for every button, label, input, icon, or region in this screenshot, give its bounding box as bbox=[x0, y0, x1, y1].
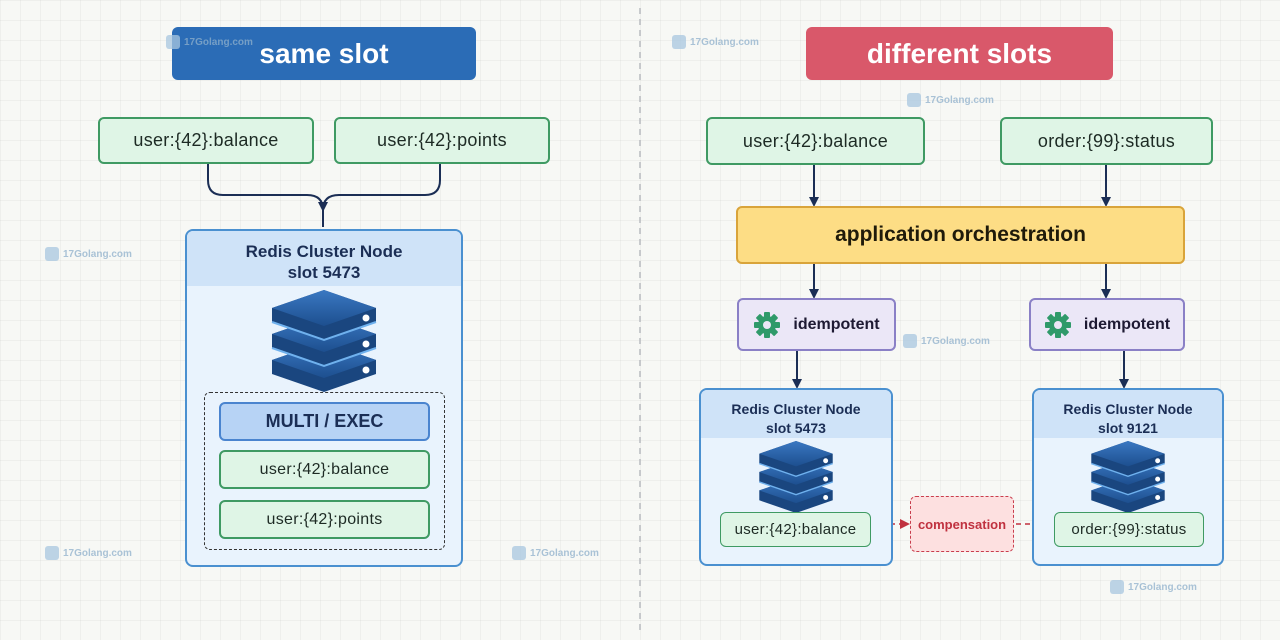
compensation-box: compensation bbox=[910, 496, 1014, 552]
key-label: user:{42}:balance bbox=[133, 130, 279, 150]
command-label: user:{42}:points bbox=[266, 510, 383, 528]
gear-icon bbox=[754, 311, 781, 338]
watermark: 17Golang.com bbox=[512, 546, 599, 560]
gear-icon bbox=[1044, 311, 1071, 338]
watermark: 17Golang.com bbox=[672, 35, 759, 49]
node-slot: slot 5473 bbox=[766, 420, 826, 436]
different-slots-title: different slots bbox=[866, 37, 1053, 69]
same-slot-banner: same slot bbox=[172, 27, 476, 80]
watermark-label: 17Golang.com bbox=[1128, 581, 1197, 593]
command-label: user:{42}:balance bbox=[259, 460, 390, 478]
watermark: 17Golang.com bbox=[907, 93, 994, 107]
key-box: order:{99}:status bbox=[1000, 117, 1213, 165]
17golang-logo-icon bbox=[512, 546, 526, 560]
watermark: 17Golang.com bbox=[45, 546, 132, 560]
key-label: order:{99}:status bbox=[1071, 521, 1187, 538]
watermark-label: 17Golang.com bbox=[63, 547, 132, 559]
key-box: user:{42}:balance bbox=[720, 512, 871, 547]
node-title: Redis Cluster Node bbox=[245, 242, 403, 261]
watermark: 17Golang.com bbox=[166, 35, 253, 49]
17golang-logo-icon bbox=[672, 35, 686, 49]
key-label: user:{42}:balance bbox=[742, 130, 889, 151]
merge-arrow bbox=[207, 164, 441, 227]
orchestration-label: application orchestration bbox=[835, 223, 1086, 246]
watermark-label: 17Golang.com bbox=[530, 547, 599, 559]
17golang-logo-icon bbox=[45, 546, 59, 560]
idempotent-box: idempotent bbox=[1029, 298, 1185, 351]
node-slot: slot 5473 bbox=[287, 263, 361, 282]
key-label: order:{99}:status bbox=[1037, 130, 1176, 151]
key-box: user:{42}:balance bbox=[98, 117, 314, 164]
17golang-logo-icon bbox=[903, 334, 917, 348]
node-title: Redis Cluster Node bbox=[1063, 401, 1193, 417]
same-slot-title: same slot bbox=[259, 37, 389, 69]
key-box: user:{42}:balance bbox=[706, 117, 925, 165]
database-stack-icon bbox=[271, 290, 377, 392]
node-header: Redis Cluster Node slot 5473 bbox=[701, 390, 891, 438]
node-header: Redis Cluster Node slot 9121 bbox=[1034, 390, 1222, 438]
watermark-label: 17Golang.com bbox=[921, 335, 990, 347]
command-box: user:{42}:balance bbox=[219, 450, 430, 489]
multi-exec-box: MULTI / EXEC bbox=[219, 402, 430, 441]
key-box: user:{42}:points bbox=[334, 117, 550, 164]
idempotent-label: idempotent bbox=[793, 315, 880, 333]
database-stack-icon bbox=[1091, 441, 1165, 513]
idempotent-box: idempotent bbox=[737, 298, 896, 351]
17golang-logo-icon bbox=[1110, 580, 1124, 594]
watermark: 17Golang.com bbox=[903, 334, 990, 348]
node-header: Redis Cluster Node slot 5473 bbox=[187, 231, 461, 286]
watermark: 17Golang.com bbox=[1110, 580, 1197, 594]
database-stack-icon bbox=[759, 441, 833, 513]
transaction-group bbox=[204, 392, 445, 550]
watermark-label: 17Golang.com bbox=[690, 36, 759, 48]
command-box: user:{42}:points bbox=[219, 500, 430, 539]
watermark: 17Golang.com bbox=[45, 247, 132, 261]
key-box: order:{99}:status bbox=[1054, 512, 1204, 547]
application-orchestration-box: application orchestration bbox=[736, 206, 1185, 264]
17golang-logo-icon bbox=[907, 93, 921, 107]
17golang-logo-icon bbox=[45, 247, 59, 261]
17golang-logo-icon bbox=[166, 35, 180, 49]
compensation-label: compensation bbox=[917, 516, 1007, 532]
node-slot: slot 9121 bbox=[1098, 420, 1158, 436]
watermark-label: 17Golang.com bbox=[925, 94, 994, 106]
node-title: Redis Cluster Node bbox=[731, 401, 861, 417]
key-label: user:{42}:points bbox=[377, 130, 507, 150]
watermark-label: 17Golang.com bbox=[63, 248, 132, 260]
idempotent-label: idempotent bbox=[1083, 315, 1171, 333]
key-label: user:{42}:balance bbox=[734, 521, 857, 538]
watermark-label: 17Golang.com bbox=[184, 36, 253, 48]
multi-exec-label: MULTI / EXEC bbox=[265, 411, 384, 431]
different-slots-banner: different slots bbox=[806, 27, 1113, 80]
